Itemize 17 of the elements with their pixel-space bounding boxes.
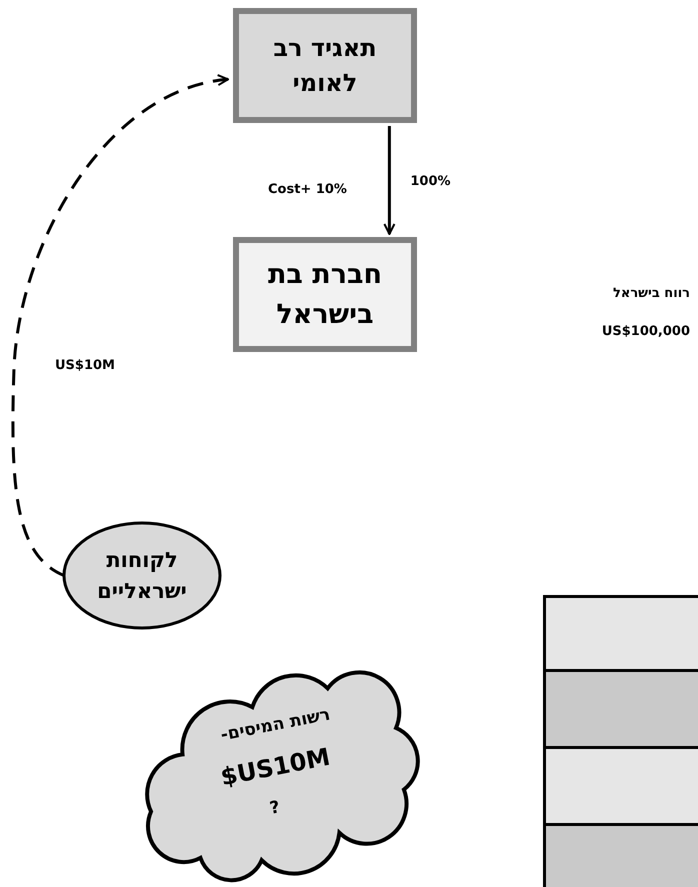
table-row [543, 672, 698, 749]
node-label: לקוחות ישראליים [96, 547, 188, 604]
dashed-arrow [11, 75, 229, 577]
edge-note: Cost+ 10% [268, 182, 347, 197]
node-label: חברת בת בישראל [266, 258, 384, 332]
arrow [383, 126, 396, 235]
node-label: תאגיד רב לאומי [272, 32, 378, 98]
table-row [543, 595, 698, 672]
edge-label: US$10M [55, 358, 115, 374]
table-row [543, 826, 698, 887]
entity-box [233, 8, 417, 123]
entity-box [233, 237, 417, 352]
table-row [543, 749, 698, 826]
annotation-text: US$100,000 [602, 324, 690, 339]
cloud-text: ? [268, 796, 282, 822]
annotation-text: רווח בישראל [613, 286, 690, 301]
customer-ellipse [62, 521, 222, 630]
